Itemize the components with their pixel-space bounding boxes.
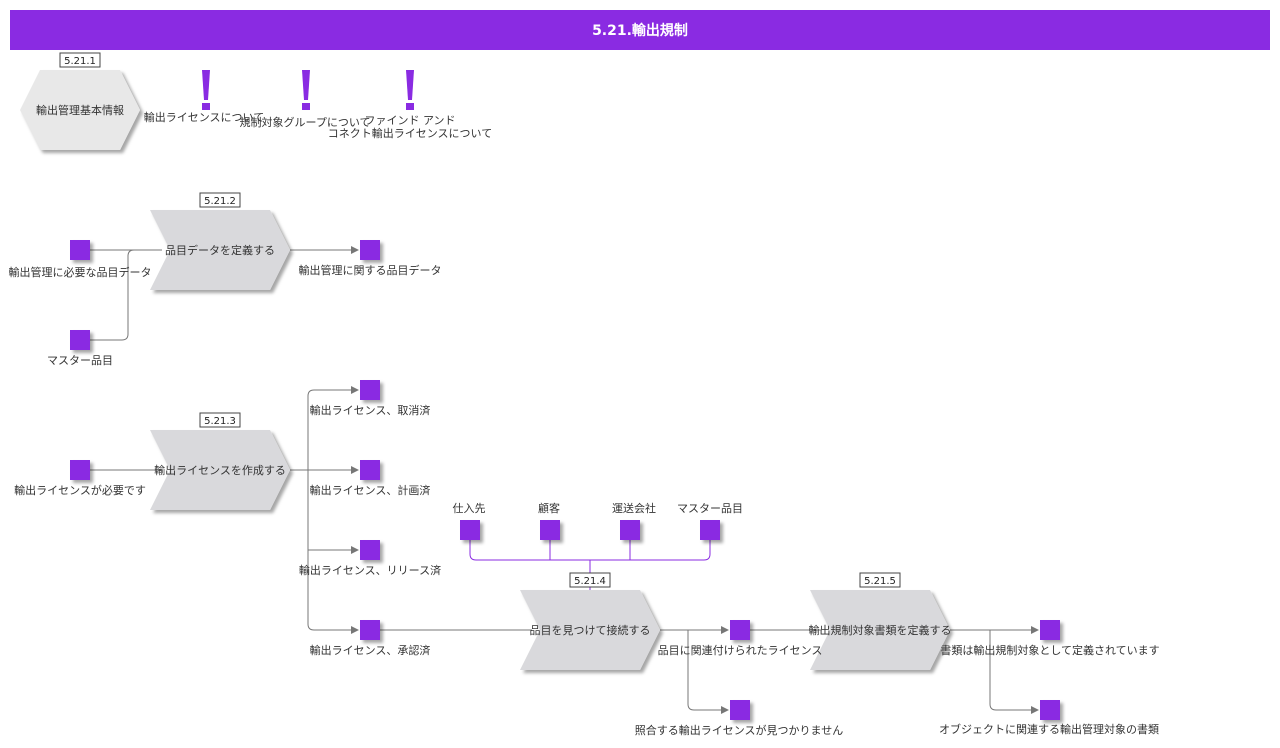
svg-text:顧客: 顧客	[538, 501, 560, 515]
exclamation-dot	[302, 103, 310, 110]
exclamation-icon	[406, 70, 414, 100]
process-define-docs-id: 5.21.5	[859, 572, 901, 588]
svg-text:輸出ライセンスが必要です: 輸出ライセンスが必要です	[14, 483, 146, 497]
object-linked-license[interactable]: 品目に関連付けられたライセンス	[658, 620, 823, 657]
svg-text:輸出ライセンス、リリース済: 輸出ライセンス、リリース済	[299, 563, 441, 577]
connectors	[90, 246, 1039, 714]
process-create-license-id: 5.21.3	[199, 412, 241, 428]
svg-text:書類は輸出規制対象として定義されています: 書類は輸出規制対象として定義されています	[940, 643, 1159, 657]
object-license-released[interactable]: 輸出ライセンス、リリース済	[299, 540, 441, 577]
svg-text:5.21.1: 5.21.1	[64, 56, 96, 67]
svg-text:5.21.2: 5.21.2	[204, 196, 236, 207]
topic-export-license-label: 輸出ライセンスについて	[144, 110, 264, 124]
object-supplier[interactable]: 仕入先	[453, 502, 486, 540]
process-find-connect-label: 品目を見つけて接続する	[530, 623, 651, 637]
exclamation-dot	[202, 103, 210, 110]
topic-regulated-groups[interactable]: 規制対象グループについて	[239, 70, 371, 129]
svg-text:マスター品目: マスター品目	[47, 354, 113, 367]
object-license-cancelled[interactable]: 輸出ライセンス、取消済	[310, 380, 431, 417]
object-customer[interactable]: 顧客	[538, 501, 560, 540]
process-define-item-data-label: 品目データを定義する	[165, 243, 275, 257]
process-create-license-label: 輸出ライセンスを作成する	[154, 463, 286, 477]
exclamation-icon	[302, 70, 310, 100]
svg-text:輸出ライセンス、承認済: 輸出ライセンス、承認済	[310, 643, 431, 657]
object-docs-defined[interactable]: 書類は輸出規制対象として定義されています	[940, 620, 1160, 657]
page-title: 5.21.輸出規制	[592, 22, 688, 39]
topic-regulated-groups-label: 規制対象グループについて	[239, 115, 370, 129]
svg-text:仕入先: 仕入先	[453, 502, 486, 515]
object-license-needed[interactable]: 輸出ライセンスが必要です	[14, 460, 146, 497]
svg-text:品目に関連付けられたライセンス: 品目に関連付けられたライセンス	[658, 643, 823, 657]
object-carrier[interactable]: 運送会社	[612, 501, 656, 540]
process-create-license[interactable]: 輸出ライセンスを作成する	[150, 430, 290, 510]
object-master-item-2[interactable]: マスター品目	[677, 502, 743, 540]
object-license-planned[interactable]: 輸出ライセンス、計画済	[310, 460, 431, 497]
object-license-approved[interactable]: 輸出ライセンス、承認済	[310, 620, 431, 657]
svg-text:オブジェクトに関連する輸出管理対象の書類: オブジェクトに関連する輸出管理対象の書類	[939, 722, 1159, 736]
exclamation-icon	[202, 70, 210, 100]
process-define-docs[interactable]: 輸出規制対象書類を定義する	[809, 590, 952, 670]
process-define-item-data[interactable]: 品目データを定義する	[150, 210, 290, 290]
overview-hexagon[interactable]: 輸出管理基本情報	[20, 70, 140, 150]
svg-text:5.21.4: 5.21.4	[574, 576, 606, 587]
object-item-data-required[interactable]: 輸出管理に必要な品目データ	[9, 240, 152, 279]
object-related-docs[interactable]: オブジェクトに関連する輸出管理対象の書類	[939, 700, 1159, 736]
process-define-item-data-id: 5.21.2	[199, 192, 241, 208]
process-define-docs-label: 輸出規制対象書類を定義する	[809, 623, 952, 637]
overview-hexagon-label: 輸出管理基本情報	[36, 103, 124, 117]
svg-text:輸出管理に関する品目データ: 輸出管理に関する品目データ	[299, 263, 442, 277]
svg-text:輸出管理に必要な品目データ: 輸出管理に必要な品目データ	[9, 265, 152, 279]
object-master-item-1[interactable]: マスター品目	[47, 330, 113, 367]
svg-text:5.21.5: 5.21.5	[864, 576, 896, 587]
exclamation-dot	[406, 103, 414, 110]
svg-text:照合する輸出ライセンスが見つかりません: 照合する輸出ライセンスが見つかりません	[635, 723, 843, 737]
topic-find-connect[interactable]: ファインド アンド コネクト輸出ライセンスについて	[328, 70, 492, 140]
svg-text:5.21.3: 5.21.3	[204, 416, 236, 427]
svg-text:運送会社: 運送会社	[612, 501, 656, 515]
svg-text:マスター品目: マスター品目	[677, 502, 743, 515]
object-item-data-out[interactable]: 輸出管理に関する品目データ	[299, 240, 442, 277]
svg-text:輸出ライセンス、取消済: 輸出ライセンス、取消済	[310, 403, 431, 417]
topic-export-license[interactable]: 輸出ライセンスについて	[144, 70, 264, 124]
svg-text:輸出ライセンス、計画済: 輸出ライセンス、計画済	[310, 483, 431, 497]
header-bar	[10, 10, 1270, 50]
object-no-license[interactable]: 照合する輸出ライセンスが見つかりません	[635, 700, 843, 737]
topic-find-connect-label-line2: コネクト輸出ライセンスについて	[328, 126, 492, 140]
topic-find-connect-label-line1: ファインド アンド	[364, 114, 455, 127]
process-find-connect-id: 5.21.4	[569, 572, 611, 588]
process-find-connect[interactable]: 品目を見つけて接続する	[520, 590, 660, 670]
overview-id-tag: 5.21.1	[59, 52, 101, 68]
